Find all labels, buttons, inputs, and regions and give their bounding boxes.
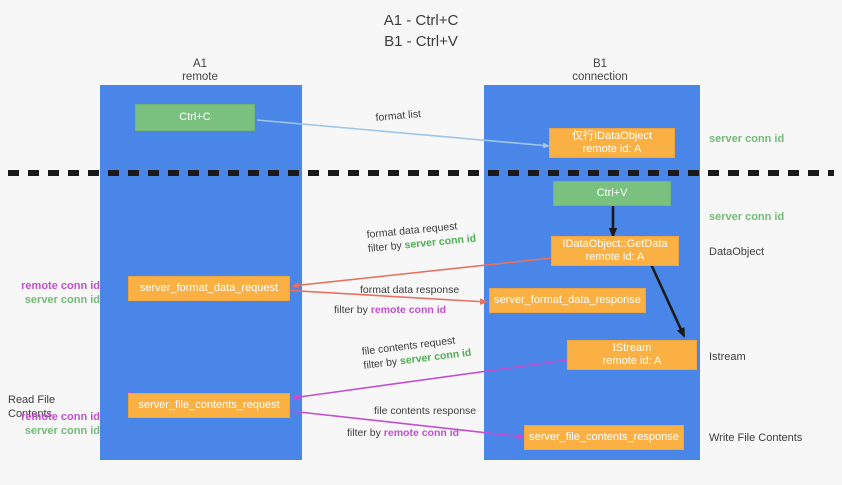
- node-istream-line2: remote id: A: [602, 355, 662, 367]
- node-istream-text: IStream remote id: A: [599, 342, 666, 368]
- title-line-1: A1 - Ctrl+C: [383, 12, 459, 29]
- node-server-file-contents-response-label: server_file_contents_response: [529, 431, 679, 443]
- arrow-format-list: [256, 119, 550, 149]
- title-line-2: B1 - Ctrl+V: [384, 33, 458, 50]
- node-idataobject-line1: 仅行IDataObject: [571, 130, 653, 142]
- node-ctrl-v[interactable]: Ctrl+V: [553, 181, 671, 206]
- node-getdata-line2: remote id: A: [585, 251, 645, 263]
- arrow-getdata-to-istream: [648, 261, 686, 338]
- right-label-write-file-contents: Write File Contents: [709, 432, 803, 444]
- column-header-a1-name: A1: [192, 58, 208, 70]
- edge-label-file-contents-response-text: file contents response: [374, 405, 477, 417]
- edge-filter-format-data-response: filter by remote conn id: [334, 303, 459, 317]
- edge-label-file-contents-response: file contents response filter by remote …: [347, 404, 476, 440]
- arrow-file-contents-request: [291, 359, 568, 401]
- page-title: A1 - Ctrl+C B1 - Ctrl+V: [0, 10, 842, 52]
- left-labels-format: remote conn id server conn id: [8, 279, 100, 307]
- left-labels-file-contents: remote conn id server conn id: [8, 410, 100, 438]
- node-server-format-data-request-label: server_format_data_request: [139, 282, 279, 294]
- filter-by-text-4: filter by: [347, 427, 381, 439]
- left-label-server-conn-id-1: server conn id: [24, 294, 100, 306]
- right-label-server-conn-id-top: server conn id: [709, 133, 785, 145]
- left-label-remote-conn-id-1: remote conn id: [21, 280, 100, 292]
- edge-label-format-data-response-text: format data response: [360, 284, 460, 296]
- column-header-b1-sub: connection: [572, 71, 628, 83]
- column-header-b1-name: B1: [592, 58, 608, 70]
- node-ctrl-c[interactable]: Ctrl+C: [135, 104, 255, 131]
- edge-filter-file-contents-response: filter by remote conn id: [347, 426, 476, 440]
- node-getdata-line1: IDataObject::GetData: [562, 238, 668, 250]
- node-istream[interactable]: IStream remote id: A: [567, 340, 697, 370]
- edge-label-format-list-text: format list: [375, 108, 422, 124]
- node-istream-line1: IStream: [612, 342, 652, 354]
- edge-label-format-data-response: format data response filter by remote co…: [334, 283, 459, 317]
- right-label-istream: Istream: [709, 351, 746, 363]
- column-header-a1-sub: remote: [182, 71, 218, 83]
- node-server-file-contents-request-label: server_file_contents_request: [138, 399, 280, 411]
- remote-conn-id-ref-2: remote conn id: [383, 427, 460, 439]
- left-label-remote-conn-id-2: remote conn id: [21, 411, 100, 423]
- node-ctrl-v-label: Ctrl+V: [596, 187, 628, 199]
- column-header-a1: A1 remote: [100, 58, 300, 84]
- node-server-format-data-request[interactable]: server_format_data_request: [128, 276, 290, 301]
- node-idataobject-getdata[interactable]: IDataObject::GetData remote id: A: [551, 236, 679, 266]
- filter-by-text-1: filter by: [367, 239, 403, 255]
- node-idataobject-text: 仅行IDataObject remote id: A: [568, 130, 656, 156]
- arrow-format-data-request: [291, 257, 552, 289]
- node-ctrl-c-label: Ctrl+C: [179, 111, 211, 123]
- remote-conn-id-ref-1: remote conn id: [370, 304, 447, 316]
- node-server-format-data-response[interactable]: server_format_data_response: [489, 288, 646, 313]
- left-label-server-conn-id-2: server conn id: [24, 425, 100, 437]
- column-header-b1: B1 connection: [530, 58, 670, 84]
- node-idataobject-line2: remote id: A: [582, 143, 642, 155]
- right-label-server-conn-id-second: server conn id: [709, 211, 785, 223]
- node-server-file-contents-response[interactable]: server_file_contents_response: [524, 425, 684, 450]
- filter-by-text-2: filter by: [334, 304, 368, 316]
- node-idataobject[interactable]: 仅行IDataObject remote id: A: [549, 128, 675, 158]
- node-getdata-text: IDataObject::GetData remote id: A: [558, 238, 671, 264]
- right-label-dataobject: DataObject: [709, 246, 765, 258]
- left-label-read-file-contents: Read File Contents: [8, 394, 56, 420]
- node-server-file-contents-request[interactable]: server_file_contents_request: [128, 393, 290, 418]
- node-server-format-data-response-label: server_format_data_response: [494, 294, 641, 306]
